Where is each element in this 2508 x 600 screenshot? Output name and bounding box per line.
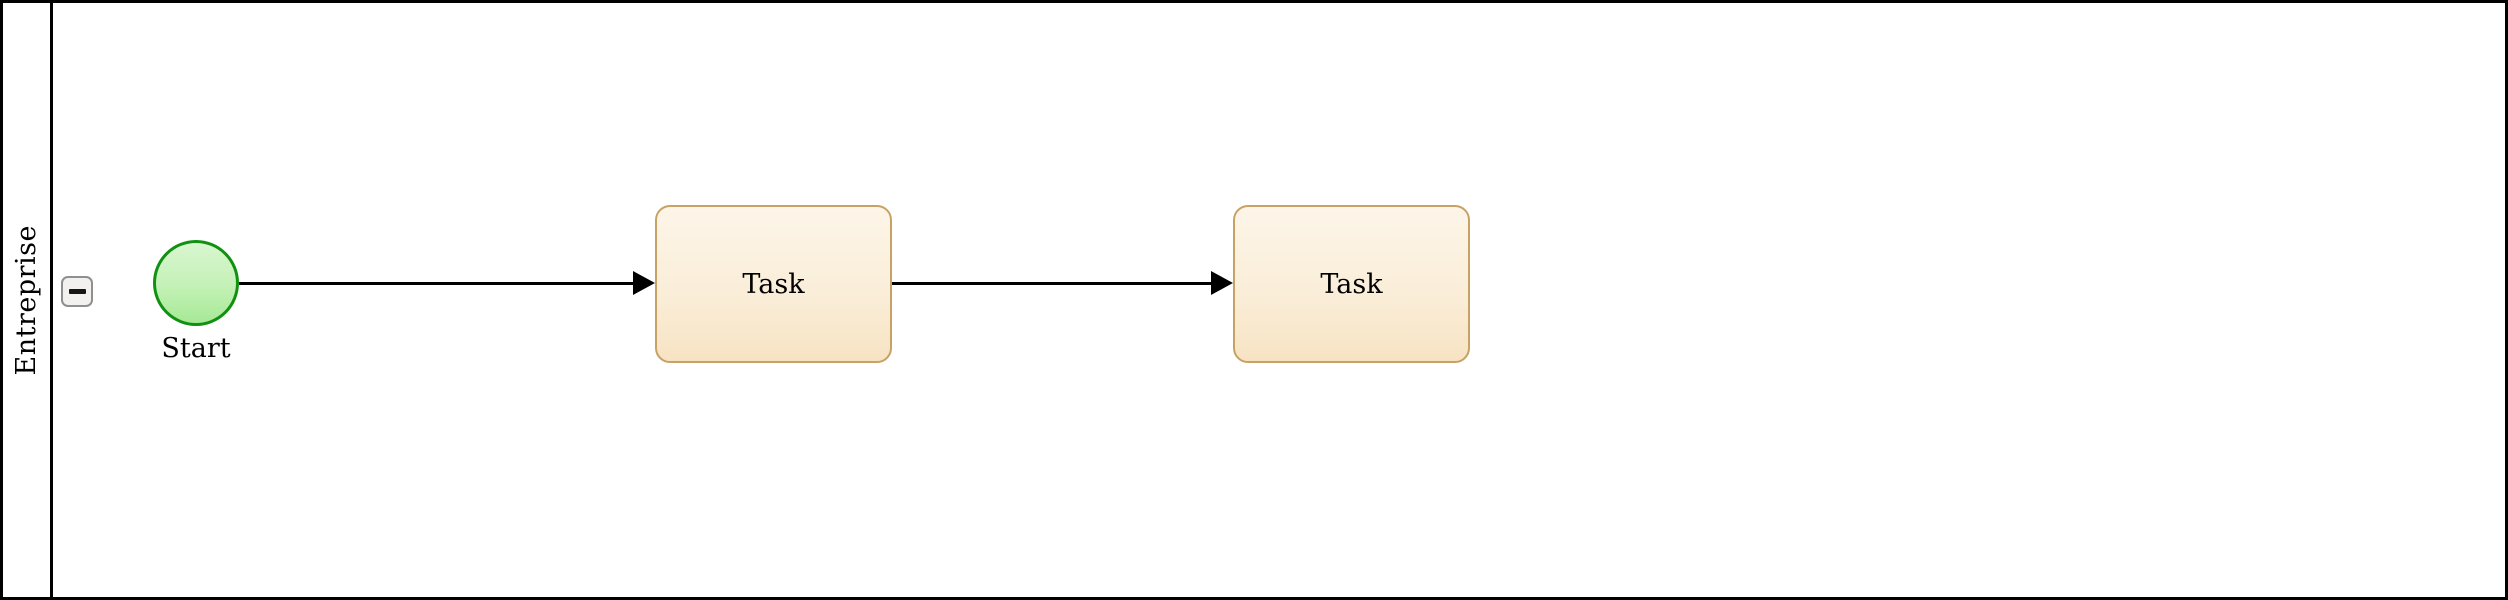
minus-icon (68, 289, 86, 294)
arrowhead-icon (1211, 271, 1233, 295)
task-node-1[interactable]: Task (655, 205, 892, 363)
pool-collapse-button[interactable] (61, 276, 93, 307)
sequence-flow-start-task1 (239, 282, 634, 285)
start-event-label: Start (161, 333, 231, 364)
lane-header-strip: Entreprise (3, 3, 53, 597)
sequence-flow-task1-task2 (892, 282, 1211, 285)
start-event-circle[interactable] (153, 240, 239, 326)
task-node-2[interactable]: Task (1233, 205, 1470, 363)
task-1-label: Task (742, 268, 805, 300)
lane-label: Entreprise (11, 224, 42, 376)
arrowhead-icon (633, 271, 655, 295)
task-2-label: Task (1320, 268, 1383, 300)
